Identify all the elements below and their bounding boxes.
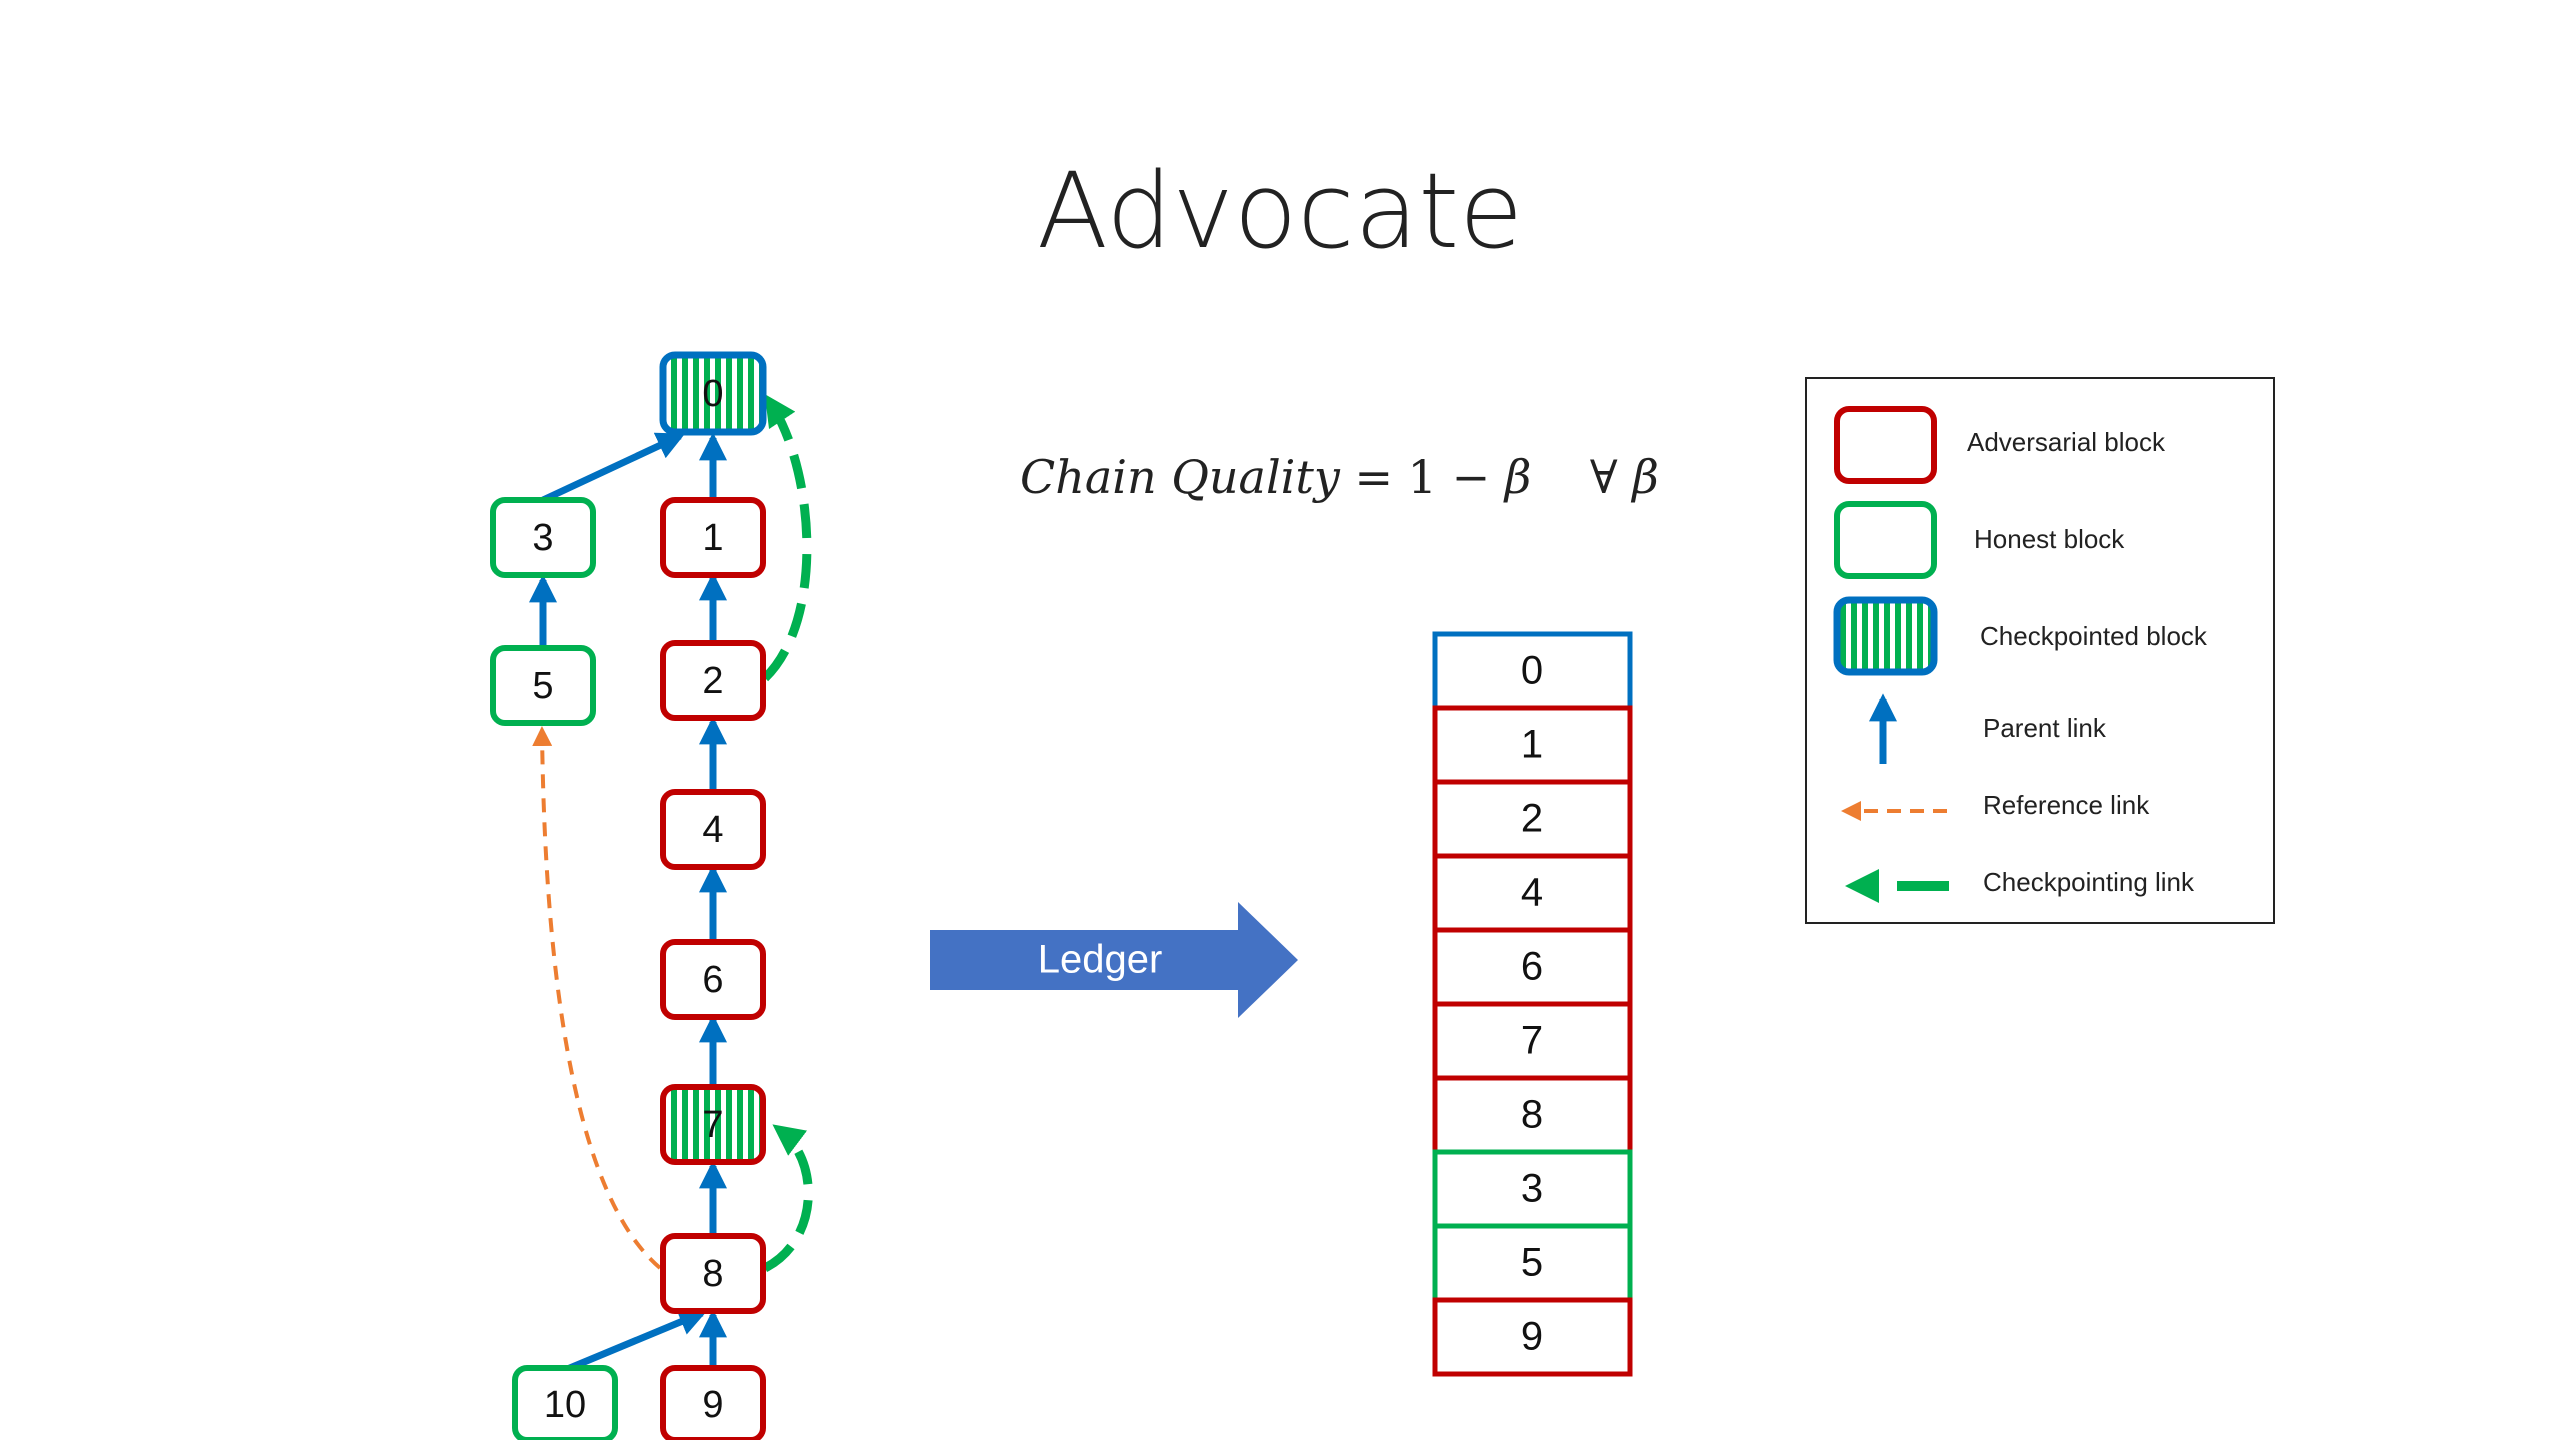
legend-adversarial-swatch: [1834, 406, 1937, 484]
ledger-entry-label: 0: [1521, 649, 1543, 693]
legend-checkpointing-arrowhead-icon: [1845, 869, 1879, 903]
block-2-label: 2: [702, 660, 723, 702]
ledger-entry-label: 6: [1521, 945, 1543, 989]
block-4-label: 4: [702, 809, 723, 851]
ledger-entry: 7: [1432, 1001, 1633, 1081]
block-7: 7: [660, 1084, 766, 1165]
formula-beta: β: [1504, 450, 1532, 504]
legend-parent-label: Parent link: [1983, 713, 2106, 743]
block-10-label: 10: [544, 1384, 586, 1426]
block-2: 2: [660, 640, 766, 721]
block-0-label: 0: [702, 373, 723, 415]
ledger-entry: 8: [1432, 1075, 1633, 1155]
block-3: 3: [490, 497, 596, 578]
checkpointing-link-8-7: [762, 1124, 813, 1273]
formula-minus: −: [1451, 450, 1491, 504]
reference-link-8-5: [532, 726, 662, 1270]
ledger-entry: 4: [1432, 853, 1633, 933]
block-1: 1: [660, 497, 766, 578]
block-8: 8: [660, 1233, 766, 1314]
ledger-stack: 0 1 2 4 6 7 8: [1432, 631, 1633, 1377]
ledger-arrow-label: Ledger: [1038, 938, 1163, 982]
legend-checkpointed-swatch: [1833, 596, 1938, 676]
formula-forall: ∀: [1589, 450, 1618, 504]
slide-title: Advocate: [1036, 150, 1524, 272]
block-5: 5: [490, 645, 596, 726]
block-9-label: 9: [702, 1384, 723, 1426]
ledger-entry-label: 5: [1521, 1241, 1543, 1285]
checkpointing-link-2-0: [761, 394, 812, 682]
ledger-entry-label: 3: [1521, 1167, 1543, 1211]
parent-links: [529, 432, 727, 1374]
formula-forall-beta: β: [1632, 450, 1659, 504]
legend-swatches: [1833, 406, 1949, 903]
legend-honest-swatch: [1834, 501, 1937, 579]
parent-link-3-0: [541, 432, 686, 504]
ledger-entry-label: 2: [1521, 797, 1543, 841]
formula-equals: =: [1354, 450, 1394, 504]
ledger-arrow: Ledger: [930, 902, 1298, 1018]
ledger-entry-label: 1: [1521, 723, 1543, 767]
block-0: 0: [659, 351, 767, 436]
block-9: 9: [660, 1365, 766, 1440]
block-8-label: 8: [702, 1253, 723, 1295]
ledger-entry: 9: [1432, 1297, 1633, 1377]
chain-quality-formula: Chain Quality = 1 − β ∀ β: [1020, 450, 1659, 504]
block-10: 10: [512, 1365, 618, 1440]
ledger-entry: 3: [1432, 1149, 1633, 1229]
ledger-entry: 0: [1432, 631, 1633, 711]
block-6-label: 6: [702, 959, 723, 1001]
block-4: 4: [660, 789, 766, 870]
legend-reference-label: Reference link: [1983, 790, 2150, 820]
ledger-entry-label: 4: [1521, 871, 1543, 915]
legend: Adversarial block Honest block Checkpoin…: [1805, 377, 2275, 924]
block-5-label: 5: [532, 665, 553, 707]
legend-honest-label: Honest block: [1974, 524, 2125, 554]
block-3-label: 3: [532, 517, 553, 559]
block-7-label: 7: [702, 1104, 723, 1146]
ledger-entry-label: 8: [1521, 1093, 1543, 1137]
ledger-entry-label: 7: [1521, 1019, 1543, 1063]
block-6: 6: [660, 939, 766, 1020]
legend-adversarial-label: Adversarial block: [1967, 427, 2165, 457]
legend-checkpointed-label: Checkpointed block: [1980, 621, 2207, 651]
formula-one: 1: [1407, 450, 1437, 504]
parent-link-10-8: [563, 1308, 708, 1374]
legend-checkpointing-label: Checkpointing link: [1983, 867, 2195, 897]
ledger-entry: 2: [1432, 779, 1633, 859]
ledger-entry: 5: [1432, 1223, 1633, 1303]
block-1-label: 1: [702, 517, 723, 559]
ledger-entry: 6: [1432, 927, 1633, 1007]
formula-lhs: Chain Quality: [1020, 450, 1340, 504]
ledger-entry: 1: [1432, 705, 1633, 785]
ledger-entry-label: 9: [1521, 1315, 1543, 1359]
